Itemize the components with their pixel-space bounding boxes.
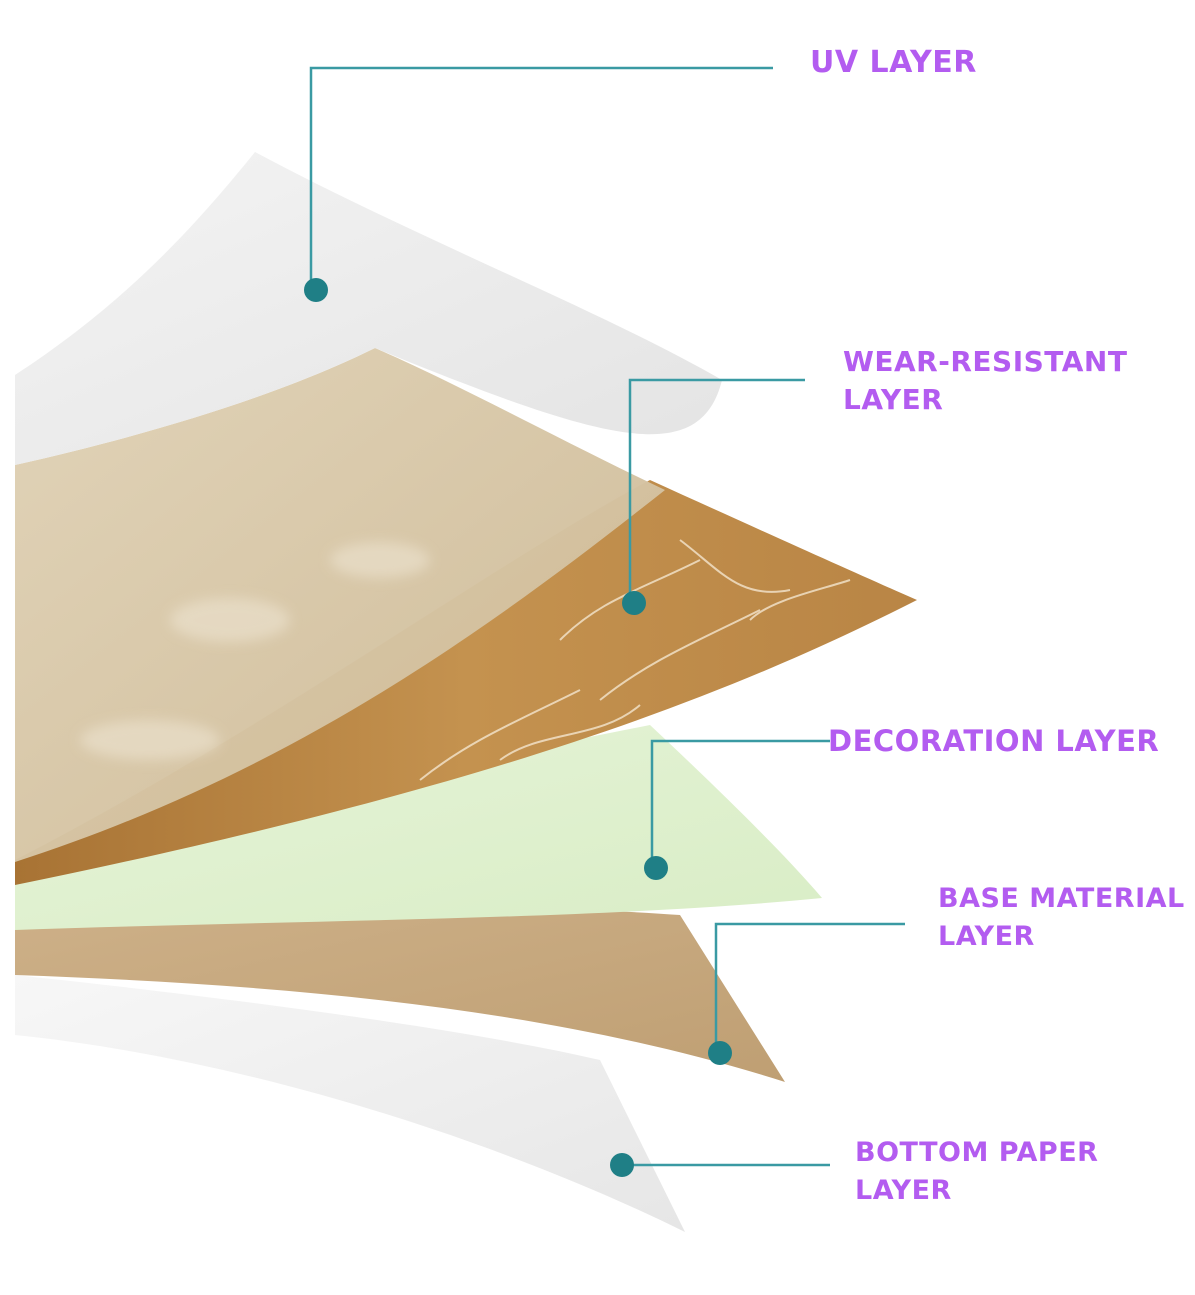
decoration-layer-label: DECORATION LAYER (828, 722, 1159, 760)
wear-label-line1: WEAR-RESISTANT (843, 345, 1128, 378)
base-label-line1: BASE MATERIAL (938, 883, 1185, 914)
wear-dot (622, 591, 646, 615)
base-material-layer-label: BASE MATERIAL LAYER (938, 880, 1185, 956)
base-dot (708, 1041, 732, 1065)
uv-dot (304, 278, 328, 302)
decoration-leader-line (650, 739, 830, 868)
wear-leader-line (628, 378, 805, 603)
bottom-paper-layer-sheet (15, 975, 685, 1232)
bottom-paper-label-line2: LAYER (855, 1175, 952, 1206)
uv-layer-label-line1: UV LAYER (810, 45, 977, 80)
decoration-label-line1: DECORATION LAYER (828, 724, 1160, 758)
marble-veins (419, 539, 851, 781)
base-substrate-sheet (15, 906, 785, 1082)
wear-label-line2: LAYER (843, 383, 944, 416)
decoration-layer-sheet (15, 480, 917, 885)
wear-texture (80, 542, 430, 760)
wear-resistant-layer-label: WEAR-RESISTANT LAYER (843, 343, 1127, 419)
decoration-dot (644, 856, 668, 880)
bottom-paper-layer-label: BOTTOM PAPER LAYER (855, 1134, 1098, 1210)
uv-layer-sheet (15, 152, 722, 465)
uv-leader-line (309, 66, 773, 290)
base-material-layer-sheet (15, 725, 822, 930)
leader-dots (304, 278, 732, 1177)
bottom-paper-label-line1: BOTTOM PAPER (855, 1137, 1099, 1168)
bottom-paper-dot (610, 1153, 634, 1177)
leader-lines (309, 66, 905, 1167)
base-label-line2: LAYER (938, 921, 1035, 952)
uv-layer-label: UV LAYER (810, 44, 977, 82)
base-leader-line (714, 922, 905, 1053)
